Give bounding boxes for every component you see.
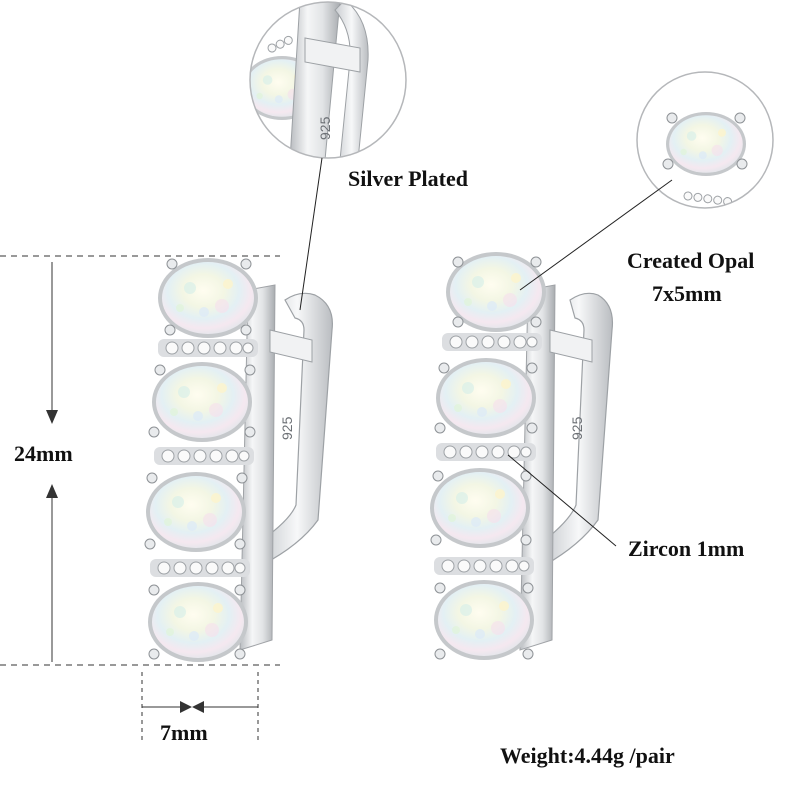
weight-label: Weight:4.44g /pair	[500, 743, 675, 768]
zoom-circle-silver: 925	[249, 1, 407, 159]
right-earring-925-stamp: 925	[569, 416, 585, 440]
left-earring: 925	[144, 258, 333, 662]
zircon-label: Zircon 1mm	[628, 536, 745, 561]
leader-lines	[299, 157, 673, 547]
right-earring: 925	[430, 252, 614, 660]
right-earring-hook	[544, 292, 614, 567]
opal-size-label: 7x5mm	[652, 281, 722, 306]
height-dimension-label: 24mm	[14, 441, 73, 466]
created-opal-label: Created Opal	[627, 248, 755, 273]
dimension-arrows	[46, 410, 204, 713]
left-earring-925-stamp: 925	[279, 416, 295, 440]
dimension-lines	[0, 255, 280, 740]
silver-plated-label: Silver Plated	[348, 166, 468, 191]
zoom-925-stamp: 925	[317, 116, 333, 140]
left-earring-hook	[261, 292, 333, 566]
width-dimension-label: 7mm	[160, 720, 208, 745]
zoom-circle-opal	[636, 71, 774, 209]
